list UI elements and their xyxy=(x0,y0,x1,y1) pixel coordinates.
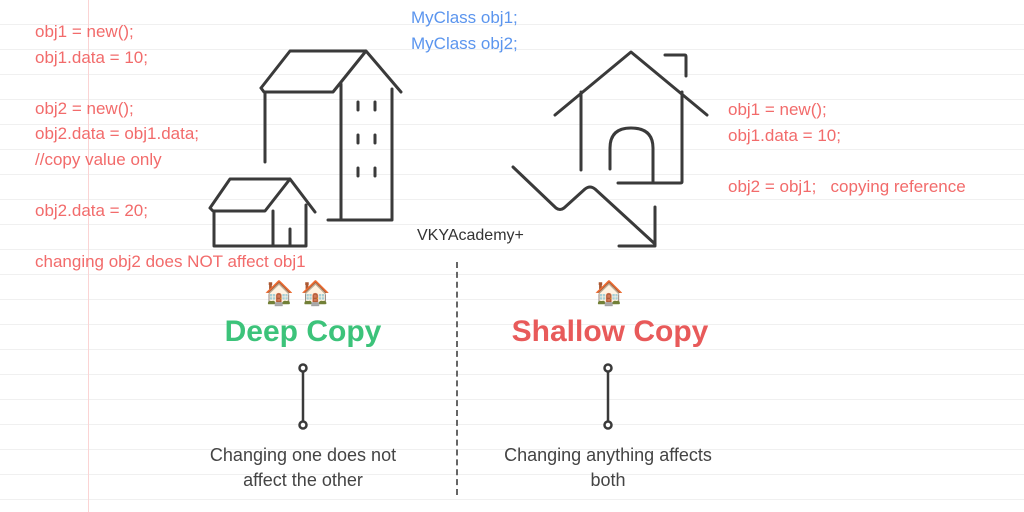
code-line: //copy value only xyxy=(35,149,162,169)
shallow-copy-title: Shallow Copy xyxy=(511,315,709,348)
buildings-icon xyxy=(208,49,403,248)
deep-copy-title: Deep Copy xyxy=(224,315,382,348)
declaration-line: MyClass obj2; xyxy=(411,33,518,53)
code-line: obj1.data = 10; xyxy=(35,47,148,67)
margin-line xyxy=(88,0,89,512)
divider xyxy=(456,262,458,495)
caption-line: Changing one does not xyxy=(209,445,397,465)
deep-copy-code: obj1 = new(); obj1.data = 10; obj2 = new()… xyxy=(35,19,306,274)
caption-line: affect the other xyxy=(243,470,363,490)
declarations: MyClass obj1; MyClass obj2; xyxy=(411,5,518,56)
deep-connector xyxy=(298,363,308,430)
code-line: obj1 = new(); xyxy=(728,100,827,119)
house-arrow-icon xyxy=(511,50,709,248)
declaration-line: MyClass obj1; xyxy=(411,8,518,27)
code-line: obj1 = new(); xyxy=(35,22,134,41)
code-line: obj2.data = obj1.data; xyxy=(35,124,199,143)
code-line: obj1.data = 10; xyxy=(728,125,841,145)
code-line: obj2 = new(); xyxy=(35,98,134,118)
deep-copy-caption: Changing one does not affect the other xyxy=(173,443,433,493)
code-line: changing obj2 does NOT affect obj1 xyxy=(35,251,306,271)
shallow-copy-code: obj1 = new(); obj1.data = 10; obj2 = obj1;… xyxy=(728,97,966,199)
caption-line: both xyxy=(590,470,626,490)
house-emoji-icon: 🏠 xyxy=(594,280,624,307)
brand-label: VKYAcademy+ xyxy=(417,227,524,244)
code-line: obj2.data = 20; xyxy=(35,200,148,220)
caption-line: Changing anything affects xyxy=(504,445,712,465)
code-line: obj2 = obj1; copying reference xyxy=(728,176,966,196)
shallow-connector xyxy=(603,363,613,430)
shallow-copy-caption: Changing anything affects both xyxy=(478,443,738,493)
house-emoji-icon: 🏠 🏠 xyxy=(264,280,331,307)
